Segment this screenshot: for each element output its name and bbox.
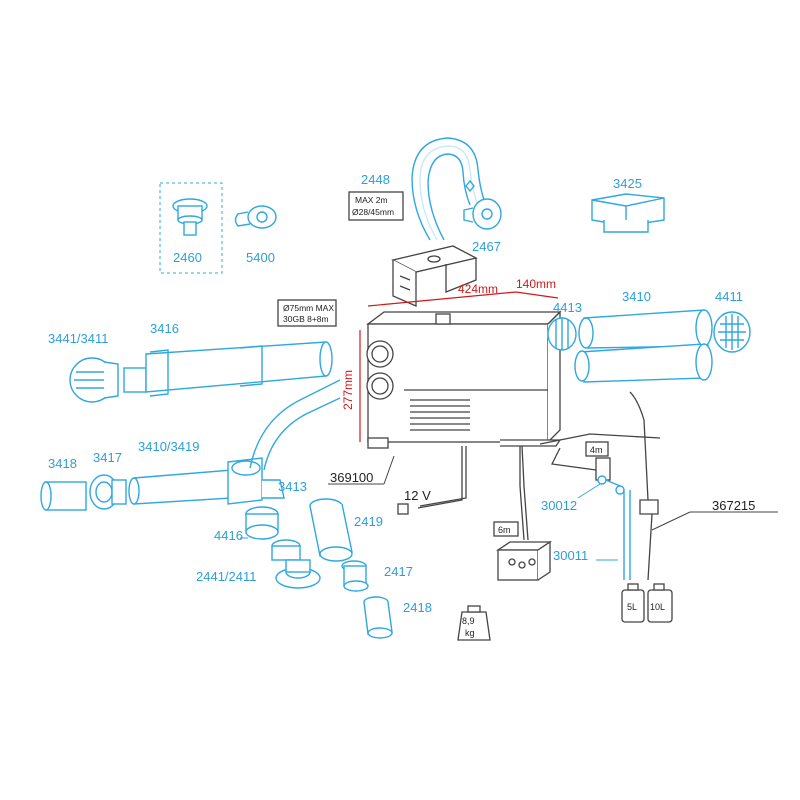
label-2460: 2460 xyxy=(173,250,202,265)
label-30011: 30011 xyxy=(553,548,588,563)
mounting-bracket xyxy=(391,245,478,307)
part-3416 xyxy=(123,341,333,397)
label-2467: 2467 xyxy=(472,239,501,254)
part-30012 xyxy=(597,475,625,495)
label-3410: 3410 xyxy=(622,289,651,304)
weight-unit: kg xyxy=(465,628,475,638)
label-4413: 4413 xyxy=(553,300,582,315)
duct-config-text: 30GB 8+8m xyxy=(283,314,329,324)
part-3413-tee xyxy=(227,379,341,505)
label-4416: 4416 xyxy=(214,528,243,543)
label-3441-3411: 3441/3411 xyxy=(48,331,109,346)
heater-unit xyxy=(366,310,562,449)
part-5400 xyxy=(234,205,277,229)
panel-cable-length: 6m xyxy=(498,525,511,535)
fuel-line-length: 4m xyxy=(590,445,603,455)
label-367215: 367215 xyxy=(712,498,755,513)
part-3418 xyxy=(40,481,87,511)
part-3410-duct xyxy=(574,309,713,383)
label-3425: 3425 xyxy=(613,176,642,191)
part-4411 xyxy=(713,311,751,353)
label-2417: 2417 xyxy=(384,564,413,579)
tank-5l-label: 5L xyxy=(627,602,637,612)
label-369100: 369100 xyxy=(330,470,373,485)
label-4411: 4411 xyxy=(715,289,743,304)
part-30011 xyxy=(623,490,631,580)
label-5400: 5400 xyxy=(246,250,275,265)
label-3418: 3418 xyxy=(48,456,77,471)
part-4413 xyxy=(547,317,577,351)
part-2467 xyxy=(463,198,502,230)
tank-10l-label: 10L xyxy=(650,602,665,612)
dimension-depth: 140mm xyxy=(516,277,556,291)
part-3410-3419 xyxy=(128,469,233,505)
part-4416 xyxy=(245,506,301,561)
label-30012: 30012 xyxy=(541,498,577,513)
fuel-system xyxy=(539,391,661,581)
part-2460 xyxy=(159,182,223,274)
part-2418 xyxy=(363,596,393,639)
label-3413: 3413 xyxy=(278,479,307,494)
label-3410-3419: 3410/3419 xyxy=(138,439,199,454)
duct-max-text: Ø75mm MAX xyxy=(283,303,334,313)
part-2417 xyxy=(341,560,369,592)
part-2419 xyxy=(309,498,353,562)
tank-5l xyxy=(621,583,645,623)
weight-value: 8,9 xyxy=(462,616,475,626)
part-3441-3411 xyxy=(69,357,119,403)
dimension-height: 277mm xyxy=(341,370,355,410)
part-2441-2411 xyxy=(275,559,321,589)
dimension-width: 424mm xyxy=(458,282,498,296)
part-3417 xyxy=(89,474,127,510)
label-2441-2411: 2441/2411 xyxy=(196,569,257,584)
pipe-diameter-text: Ø28/45mm xyxy=(352,207,394,217)
wiring xyxy=(397,445,529,541)
voltage-label: 12 V xyxy=(404,488,431,503)
label-2418: 2418 xyxy=(403,600,432,615)
dimension-lines xyxy=(359,291,559,442)
part-3425 xyxy=(591,193,665,233)
control-panel xyxy=(495,540,553,581)
label-3417: 3417 xyxy=(93,450,122,465)
part-2448-exhaust-pipe xyxy=(411,137,485,241)
tank-10l xyxy=(647,583,673,623)
label-3416: 3416 xyxy=(150,321,179,336)
max-length-text: MAX 2m xyxy=(355,195,388,205)
label-2419: 2419 xyxy=(354,514,383,529)
label-2448: 2448 xyxy=(361,172,390,187)
weight-icon xyxy=(457,605,491,641)
